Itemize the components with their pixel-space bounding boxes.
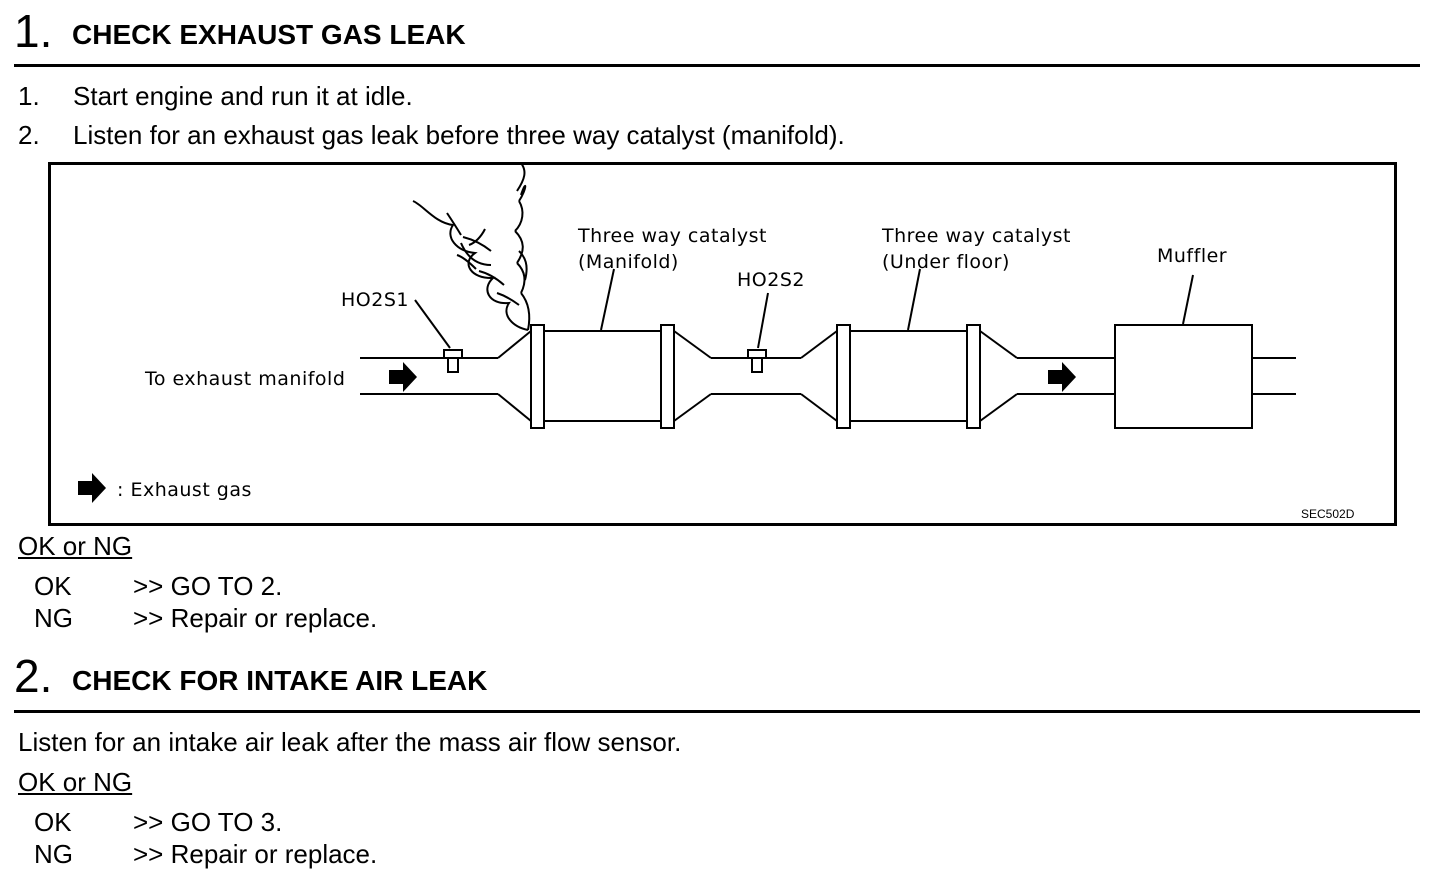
step-2-title: CHECK FOR INTAKE AIR LEAK <box>72 665 488 696</box>
step-1-number: 1. <box>14 5 53 57</box>
step-2-result-ok-key: OK <box>34 807 72 837</box>
flow-arrow-inlet <box>389 362 417 392</box>
step-2-okng-heading: OK or NG <box>18 767 133 797</box>
legend-exhaust-gas: : Exhaust gas <box>117 479 252 501</box>
exhaust-system-diagram: To exhaust manifold HO2S1 HO2S2 Three wa… <box>48 162 1397 526</box>
step-2-text: Listen for an intake air leak after the … <box>18 727 682 757</box>
step-1-result-ok-action: >> GO TO 2. <box>133 571 283 601</box>
flow-arrows <box>78 362 1076 503</box>
label-to-exhaust-manifold: To exhaust manifold <box>144 368 345 390</box>
step-2-result-ng-key: NG <box>34 839 73 869</box>
step-2-result-ng-action: >> Repair or replace. <box>133 839 378 869</box>
label-twc-underfloor-line1: Three way catalyst <box>881 225 1071 247</box>
step-2-divider <box>14 710 1420 713</box>
figure-code: SEC502D <box>1301 507 1355 521</box>
step-1-okng-heading: OK or NG <box>18 531 133 561</box>
label-ho2s2: HO2S2 <box>737 269 805 291</box>
step-1-result-ok-key: OK <box>34 571 72 601</box>
step-1-item-2-number: 2. <box>18 120 40 150</box>
step-2-number: 2. <box>14 650 53 702</box>
step-1-item-2-text: Listen for an exhaust gas leak before th… <box>73 120 845 150</box>
exhaust-diagram-svg: To exhaust manifold HO2S1 HO2S2 Three wa… <box>78 165 1355 521</box>
step-1-title: CHECK EXHAUST GAS LEAK <box>72 19 466 50</box>
label-muffler: Muffler <box>1157 245 1227 267</box>
label-twc-manifold-line2: (Manifold) <box>578 251 679 273</box>
step-1-item-1-text: Start engine and run it at idle. <box>73 81 413 111</box>
step-2-result-ok-action: >> GO TO 3. <box>133 807 283 837</box>
label-twc-manifold-line1: Three way catalyst <box>577 225 767 247</box>
label-twc-underfloor-line2: (Under floor) <box>882 251 1010 273</box>
step-1-result-ng-action: >> Repair or replace. <box>133 603 378 633</box>
flow-arrow-outlet <box>1048 362 1076 392</box>
label-ho2s1: HO2S1 <box>341 289 409 311</box>
legend-arrow-icon <box>78 473 106 503</box>
step-1-result-ng-key: NG <box>34 603 73 633</box>
step-1-divider <box>14 64 1420 67</box>
step-1-item-1-number: 1. <box>18 81 40 111</box>
